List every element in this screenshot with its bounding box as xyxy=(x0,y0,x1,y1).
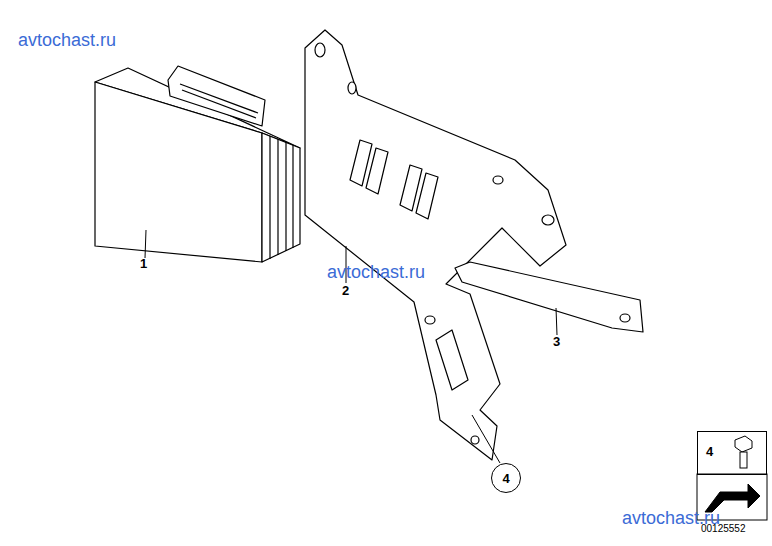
callout-number: 2 xyxy=(342,283,349,298)
callout-number: 4 xyxy=(502,471,509,486)
support-strap xyxy=(455,262,643,332)
arrow-icon xyxy=(705,484,760,512)
slot xyxy=(416,173,438,219)
watermark: avtochast.ru xyxy=(18,30,116,51)
part-icon-box: 4 xyxy=(697,431,767,475)
callout-number: 1 xyxy=(140,256,147,271)
amplifier-connector xyxy=(168,66,265,126)
slot xyxy=(366,148,388,194)
callout-circle: 4 xyxy=(491,463,521,493)
diagram-number: 00125552 xyxy=(701,523,746,534)
callout-number: 3 xyxy=(553,334,560,349)
bracket-clip xyxy=(436,330,468,390)
mounting-bracket xyxy=(305,30,566,460)
watermark: avtochast.ru xyxy=(327,262,425,283)
amplifier-side xyxy=(262,133,300,262)
callout-number: 4 xyxy=(706,444,713,459)
bolt-shaft xyxy=(740,452,747,468)
bolt-head xyxy=(735,436,752,452)
